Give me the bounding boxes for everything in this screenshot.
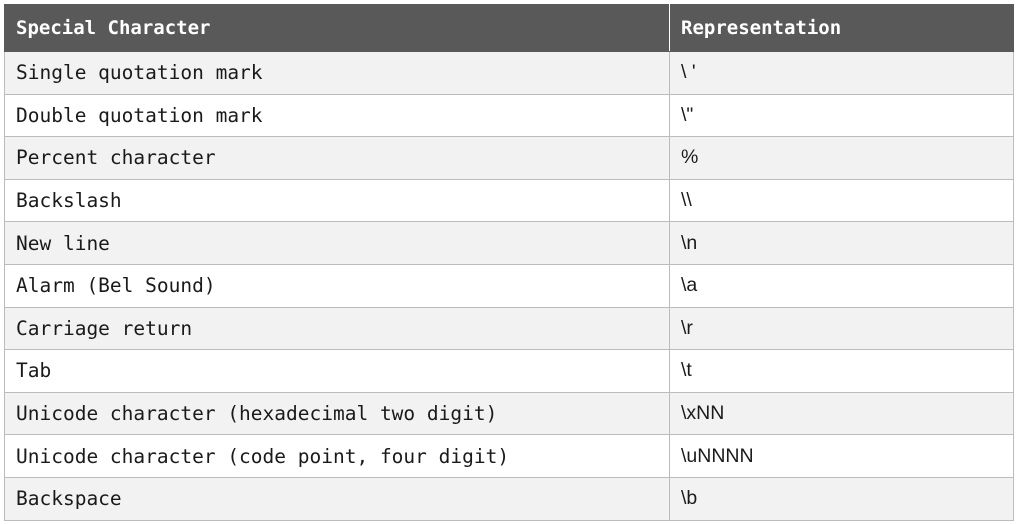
table-row: Tab \t — [4, 349, 1014, 393]
cell-representation: \b — [669, 476, 1014, 521]
table-row: Unicode character (code point, four digi… — [4, 434, 1014, 478]
cell-character: Single quotation mark — [4, 51, 670, 95]
table-row: Backspace \b — [4, 476, 1014, 521]
table-body: Single quotation mark \ ' Double quotati… — [4, 51, 1014, 521]
cell-representation: \\ — [669, 178, 1014, 223]
cell-representation: \uNNNN — [669, 434, 1014, 478]
cell-representation: \xNN — [669, 391, 1014, 436]
cell-representation: \ ' — [669, 51, 1014, 95]
table-header: Special Character Representation — [4, 4, 1014, 52]
cell-character: Unicode character (hexadecimal two digit… — [4, 391, 670, 436]
cell-character: New line — [4, 221, 670, 265]
cell-character: Carriage return — [4, 306, 670, 351]
header-special-character: Special Character — [4, 4, 670, 52]
cell-character: Alarm (Bel Sound) — [4, 263, 670, 308]
header-row: Special Character Representation — [4, 4, 1014, 52]
cell-representation: % — [669, 136, 1014, 180]
cell-representation: \t — [669, 349, 1014, 393]
table-row: Double quotation mark \" — [4, 93, 1014, 138]
table-row: Alarm (Bel Sound) \a — [4, 263, 1014, 308]
cell-representation: \r — [669, 306, 1014, 351]
cell-representation: \" — [669, 93, 1014, 138]
header-representation: Representation — [669, 4, 1014, 52]
cell-character: Percent character — [4, 136, 670, 180]
cell-character: Backslash — [4, 178, 670, 223]
table-row: Percent character % — [4, 136, 1014, 180]
cell-representation: \a — [669, 263, 1014, 308]
cell-representation: \n — [669, 221, 1014, 265]
table-row: Single quotation mark \ ' — [4, 51, 1014, 95]
cell-character: Double quotation mark — [4, 93, 670, 138]
cell-character: Backspace — [4, 476, 670, 521]
cell-character: Tab — [4, 349, 670, 393]
cell-character: Unicode character (code point, four digi… — [4, 434, 670, 478]
table-row: New line \n — [4, 221, 1014, 265]
table-row: Carriage return \r — [4, 306, 1014, 351]
table-row: Backslash \\ — [4, 178, 1014, 223]
table-row: Unicode character (hexadecimal two digit… — [4, 391, 1014, 436]
special-characters-table: Special Character Representation Single … — [4, 4, 1014, 521]
